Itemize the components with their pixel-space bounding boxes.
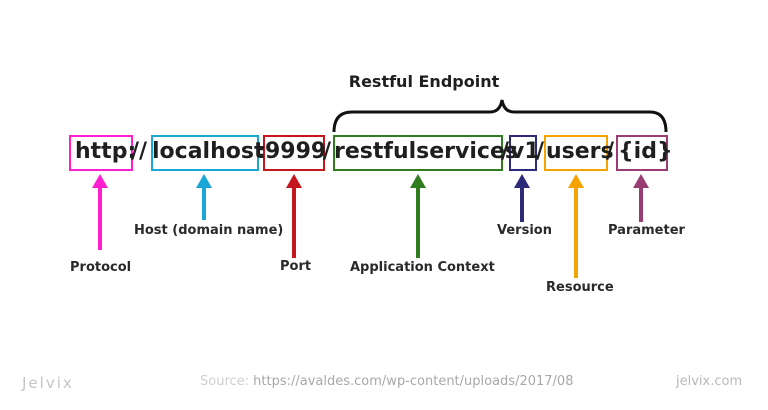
protocol-label: Protocol: [70, 260, 132, 275]
host-arrow: [196, 174, 212, 220]
url-port: 9999: [265, 139, 327, 164]
resource-box: [544, 135, 608, 171]
url-resource: users: [546, 139, 614, 164]
url-slash: /: [536, 139, 545, 164]
parameter-arrow: [633, 174, 649, 222]
url-context: restfulservices: [334, 139, 518, 164]
url-colon: :: [257, 139, 266, 164]
version-arrow: [514, 174, 530, 222]
protocol-arrow: [92, 174, 108, 250]
parameter-box: [616, 135, 668, 171]
host-box: [151, 135, 259, 171]
protocol-box: [69, 135, 133, 171]
url-slash: /: [323, 139, 332, 164]
url-host: localhost: [152, 139, 265, 164]
diagram-title: Restful Endpoint: [348, 72, 500, 91]
url-protocol: http:: [75, 139, 137, 164]
version-label: Version: [497, 223, 552, 238]
url-double-slash: //: [131, 139, 148, 164]
context-arrow: [410, 174, 426, 258]
source-url[interactable]: https://avaldes.com/wp-content/uploads/2…: [253, 374, 574, 389]
url-slash: /: [501, 139, 510, 164]
parameter-label: Parameter: [608, 223, 685, 238]
port-label: Port: [280, 259, 312, 274]
source-line: Source: https://avaldes.com/wp-content/u…: [200, 374, 573, 389]
port-box: [263, 135, 325, 171]
resource-arrow: [568, 174, 584, 278]
source-label: Source:: [200, 374, 250, 389]
url-slash: /: [606, 139, 615, 164]
url-version: v1: [510, 139, 540, 164]
context-box: [333, 135, 503, 171]
url-parameter: {id}: [618, 139, 673, 164]
context-label: Application Context: [350, 260, 495, 275]
version-box: [509, 135, 537, 171]
resource-label: Resource: [546, 280, 614, 295]
site-link[interactable]: jelvix.com: [676, 374, 743, 389]
host-label: Host (domain name): [134, 223, 284, 238]
brand-logo: Jelvix: [22, 374, 74, 392]
restful-endpoint-brace: [332, 99, 668, 133]
port-arrow: [286, 174, 302, 258]
